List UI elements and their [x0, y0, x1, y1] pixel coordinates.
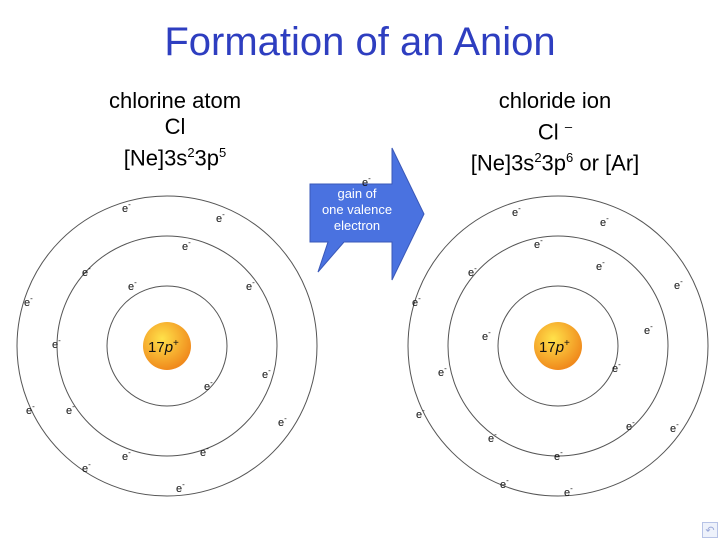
electron: e- [438, 364, 447, 379]
shell-2 [56, 235, 278, 457]
electron: e- [674, 277, 683, 292]
ion-name: chloride ion [498, 88, 612, 113]
shell-3 [16, 195, 318, 497]
electron: e- [600, 214, 609, 229]
callout-line: electron [333, 218, 381, 233]
electron: e- [128, 278, 137, 293]
electron: e- [564, 484, 573, 499]
ion-symbol: Cl – [537, 119, 573, 145]
chloride-nucleus [534, 322, 582, 370]
electron: e- [122, 448, 131, 463]
arrow-shape [309, 147, 425, 281]
electron: e- [204, 378, 213, 393]
electron: e- [412, 294, 421, 309]
electron: e- [416, 406, 425, 421]
chloride-shells [407, 195, 709, 497]
electron: e- [670, 420, 679, 435]
shell-1 [106, 285, 228, 407]
electron: e- [66, 402, 75, 417]
electrons: e-e-e-e-e-e-e-e-e-e-e-e-e-e-e-e-e-e-e-e-… [24, 174, 683, 499]
chlorine-nucleus [143, 322, 191, 370]
electron: e- [82, 460, 91, 475]
electron: e- [644, 322, 653, 337]
shell-1 [497, 285, 619, 407]
electron: e- [612, 360, 621, 375]
chlorine-atom-label: chlorine atom Cl [Ne]3s23p5 [60, 88, 290, 171]
shell-3 [407, 195, 709, 497]
arrow-callout: gain of one valence electron [312, 186, 402, 234]
chlorine-shells [16, 195, 318, 497]
electron: e- [278, 414, 287, 429]
electron: e- [534, 236, 543, 251]
electron: e- [262, 366, 271, 381]
atom-configuration: [Ne]3s23p5 [123, 145, 227, 171]
electron: e- [482, 328, 491, 343]
callout-line: gain of [337, 186, 377, 201]
atom-name: chlorine atom [108, 88, 242, 113]
chloride-nucleus-label: 17p+ [539, 338, 570, 356]
electron: e- [500, 476, 509, 491]
page-title: Formation of an Anion [164, 20, 556, 64]
electron: e- [122, 200, 131, 215]
electron: e- [176, 480, 185, 495]
chloride-ion-label: chloride ion Cl – [Ne]3s23p6 or [Ar] [430, 88, 680, 177]
electron: e- [488, 430, 497, 445]
return-arrow-icon[interactable]: ↶ [702, 522, 718, 538]
electron: e- [26, 402, 35, 417]
electron: e- [24, 294, 33, 309]
electron: e- [82, 264, 91, 279]
electron: e- [596, 258, 605, 273]
electron: e- [554, 448, 563, 463]
callout-line: one valence [321, 202, 393, 217]
electron: e- [468, 264, 477, 279]
chlorine-nucleus-label: 17p+ [148, 338, 179, 356]
electron: e- [52, 336, 61, 351]
ion-configuration: [Ne]3s23p6 or [Ar] [470, 150, 640, 176]
electron: e- [216, 210, 225, 225]
electron: e- [362, 174, 371, 189]
electron: e- [200, 444, 209, 459]
electron: e- [182, 238, 191, 253]
electron: e- [512, 204, 521, 219]
atom-symbol: Cl [164, 114, 186, 139]
electron: e- [246, 278, 255, 293]
electron: e- [626, 418, 635, 433]
shell-2 [447, 235, 669, 457]
